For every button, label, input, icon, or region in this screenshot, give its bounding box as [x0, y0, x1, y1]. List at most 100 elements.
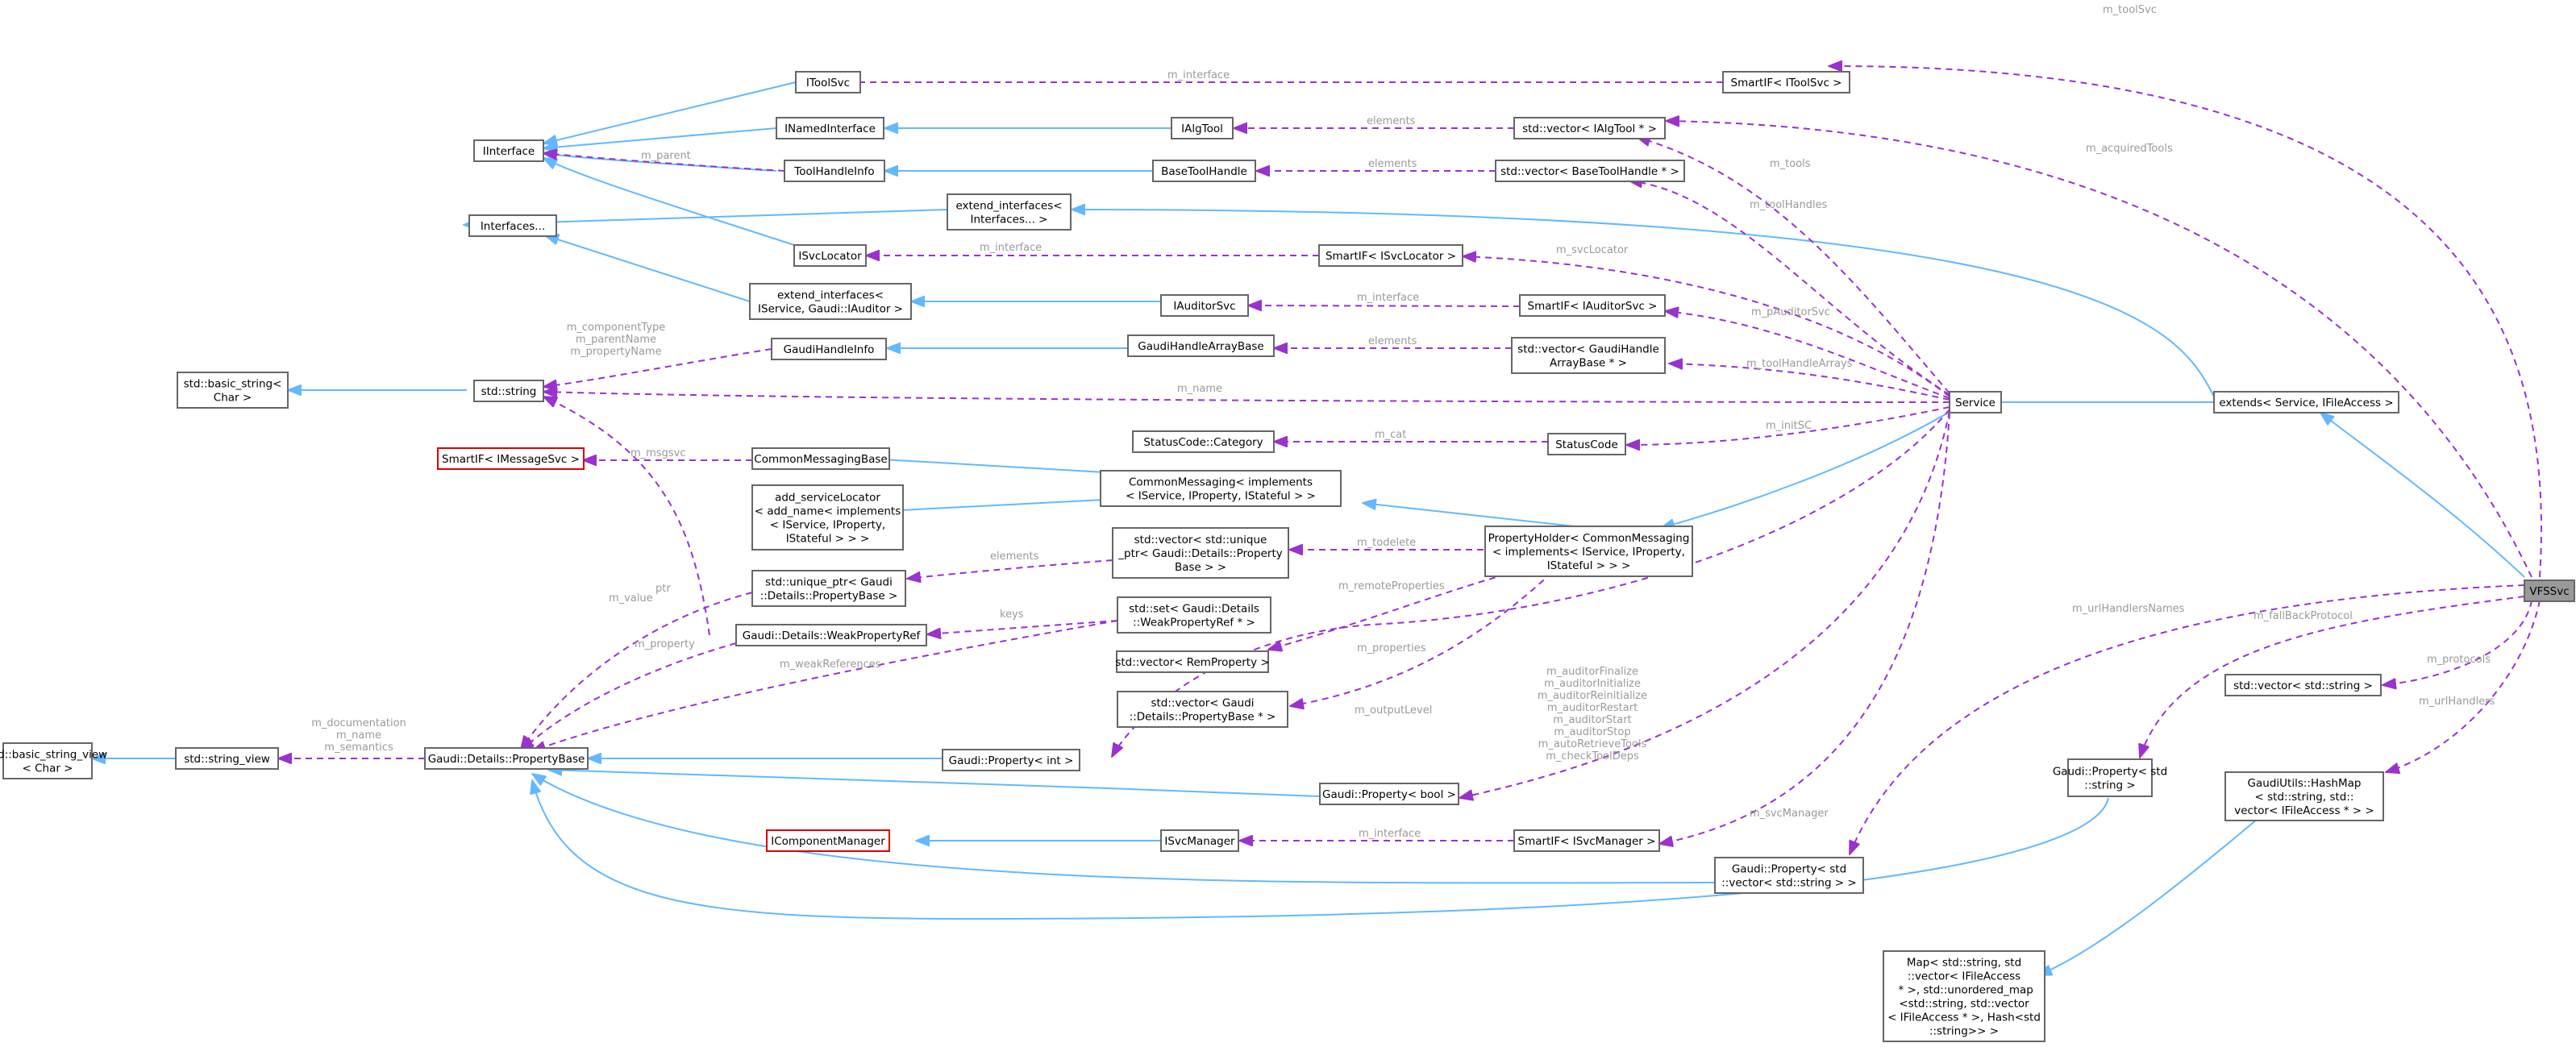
- class-node-isvclocator[interactable]: ISvcLocator: [793, 244, 867, 267]
- node-box: [1714, 857, 1864, 894]
- class-node-add-service-locator[interactable]: add_serviceLocator< add_name< implements…: [751, 484, 904, 551]
- edge-label-line: keys: [1000, 609, 1024, 621]
- class-node-basic-string-view-char[interactable]: std::basic_string_view< Char >: [0, 742, 107, 779]
- class-node-service[interactable]: Service: [1949, 391, 2002, 413]
- edge-label-line: m_semantics: [324, 742, 393, 754]
- node-label: extend_interfaces<IService, Gaudi::IAudi…: [758, 289, 903, 316]
- class-node-propertybase[interactable]: Gaudi::Details::PropertyBase: [424, 747, 589, 770]
- class-node-interfaces[interactable]: Interfaces...: [468, 214, 557, 237]
- class-node-std-string[interactable]: std::string: [473, 380, 544, 402]
- class-node-inamedinterface[interactable]: INamedInterface: [776, 117, 884, 139]
- node-box: [751, 484, 904, 551]
- class-node-gaudihandlearraybase[interactable]: GaudiHandleArrayBase: [1127, 334, 1275, 357]
- node-label: SmartIF< IAuditorSvc >: [1528, 300, 1658, 313]
- class-node-string-view[interactable]: std::string_view: [175, 747, 279, 770]
- class-node-property-holder[interactable]: PropertyHolder< CommonMessaging< impleme…: [1484, 526, 1693, 577]
- class-node-set-weakpropertyref[interactable]: std::set< Gaudi::Details::WeakPropertyRe…: [1117, 596, 1271, 634]
- class-node-map[interactable]: Map< std::string, std::vector< IFileAcce…: [1883, 950, 2045, 1042]
- class-node-gaudihandleinfo[interactable]: GaudiHandleInfo: [771, 338, 887, 360]
- class-node-smartif-itoolsvc[interactable]: SmartIF< IToolSvc >: [1722, 71, 1850, 93]
- edge-label-line: m_auditorFinalize: [1546, 666, 1638, 678]
- class-node-vector-basetoolhandle[interactable]: std::vector< BaseToolHandle * >: [1495, 160, 1685, 182]
- edge-label: elements: [990, 551, 1039, 563]
- node-label-line: IStateful > > >: [786, 533, 870, 546]
- node-label: IComponentManager: [771, 835, 885, 848]
- class-node-extends-service[interactable]: extends< Service, IFileAccess >: [2213, 391, 2399, 413]
- class-node-vector-unique-ptr[interactable]: std::vector< std::unique_ptr< Gaudi::Det…: [1112, 527, 1289, 579]
- edge-label: m_acquiredTools: [2086, 143, 2173, 155]
- class-node-vector-ialgtool[interactable]: std::vector< IAlgTool * >: [1513, 117, 1666, 139]
- edge-usage: [543, 348, 772, 387]
- node-label-line: Char >: [214, 392, 252, 405]
- edge-label: m_toolSvc: [2103, 4, 2157, 16]
- class-node-vfssvc[interactable]: VFSSvc: [2524, 580, 2575, 602]
- edge-label: m_protocols: [2427, 654, 2491, 666]
- class-node-icomponentmanager[interactable]: IComponentManager: [766, 829, 890, 852]
- node-box: [1127, 334, 1275, 357]
- node-label: Gaudi::Details::WeakPropertyRef: [743, 629, 922, 642]
- class-node-vector-string[interactable]: std::vector< std::string >: [2224, 674, 2382, 696]
- node-box: [1100, 470, 1342, 507]
- class-node-unique-ptr-propertybase[interactable]: std::unique_ptr< Gaudi::Details::Propert…: [751, 570, 906, 607]
- class-node-weakpropertyref[interactable]: Gaudi::Details::WeakPropertyRef: [735, 624, 927, 646]
- node-box: [735, 624, 927, 646]
- class-node-itoolsvc[interactable]: IToolSvc: [795, 71, 861, 93]
- node-label: Gaudi::Details::PropertyBase: [428, 753, 585, 766]
- node-label-line: BaseToolHandle: [1161, 165, 1247, 178]
- node-label-line: add_serviceLocator: [775, 492, 880, 505]
- class-node-basetoolhandle[interactable]: BaseToolHandle: [1152, 160, 1256, 182]
- node-label-line: IAuditorSvc: [1173, 300, 1235, 313]
- edge-label: m_interface: [1357, 292, 1419, 304]
- node-label: std::string: [481, 385, 537, 398]
- class-node-vector-propertybase-ptr[interactable]: std::vector< Gaudi::Details::PropertyBas…: [1117, 691, 1288, 728]
- edge-label: m_value: [609, 592, 653, 605]
- edge-label-line: m_parentName: [576, 334, 656, 346]
- edge-label-line: m_componentType: [567, 322, 666, 334]
- node-label-line: Gaudi::Property< bool >: [1322, 788, 1456, 801]
- edge-inherit: [885, 499, 1105, 511]
- class-node-smartif-imessagesvc[interactable]: SmartIF< IMessageSvc >: [437, 447, 585, 470]
- class-node-vector-remproperty[interactable]: std::vector< RemProperty >: [1115, 650, 1270, 673]
- class-node-property-int[interactable]: Gaudi::Property< int >: [942, 749, 1080, 771]
- class-node-basic-string-char[interactable]: std::basic_string<Char >: [177, 372, 289, 409]
- node-box: [751, 447, 890, 470]
- class-node-ialgtool[interactable]: IAlgTool: [1171, 117, 1234, 139]
- node-label-line: _ptr< Gaudi::Details::Property: [1117, 547, 1283, 560]
- class-node-smartif-isvclocator[interactable]: SmartIF< ISvcLocator >: [1318, 244, 1463, 267]
- edge-label: m_toolHandleArrays: [1746, 358, 1853, 370]
- class-node-hashmap[interactable]: GaudiUtils::HashMap< std::string, std::v…: [2224, 771, 2384, 821]
- edge-label-line: m_interface: [1357, 292, 1419, 304]
- class-node-common-messaging-base[interactable]: CommonMessagingBase: [751, 447, 890, 470]
- node-label: std::basic_string<Char >: [184, 378, 282, 405]
- node-box: [468, 214, 557, 237]
- class-node-iauditorsvc[interactable]: IAuditorSvc: [1160, 294, 1249, 317]
- class-node-statuscode[interactable]: StatusCode: [1547, 433, 1626, 455]
- edge-label-line: m_msgsvc: [630, 447, 685, 459]
- node-label-line: < IService, IProperty, IStateful > >: [1126, 490, 1316, 503]
- node-label-line: std::basic_string<: [184, 378, 282, 391]
- class-node-extend-interfaces-1[interactable]: extend_interfaces<Interfaces... >: [947, 193, 1072, 231]
- class-node-isvcmanager[interactable]: ISvcManager: [1160, 829, 1239, 852]
- edge-label-line: m_name: [336, 729, 381, 742]
- edge-label-line: m_todelete: [1357, 537, 1416, 549]
- class-node-smartif-isvcmanager[interactable]: SmartIF< ISvcManager >: [1513, 829, 1660, 852]
- class-node-extend-interfaces-2[interactable]: extend_interfaces<IService, Gaudi::IAudi…: [749, 283, 912, 320]
- class-node-property-bool[interactable]: Gaudi::Property< bool >: [1319, 783, 1459, 805]
- class-node-toolhandleinfo[interactable]: ToolHandleInfo: [784, 160, 885, 182]
- edge-label-line: ptr: [655, 583, 671, 595]
- edge-usage: [1637, 137, 1950, 394]
- edge-label: m_weakReferences: [780, 659, 881, 671]
- edge-label-line: m_protocols: [2427, 654, 2491, 666]
- class-node-common-messaging[interactable]: CommonMessaging< implements< IService, I…: [1100, 470, 1342, 507]
- node-label: std::vector< std::unique_ptr< Gaudi::Det…: [1117, 534, 1283, 574]
- node-box: [942, 749, 1080, 771]
- edge-inherit: [543, 127, 777, 148]
- node-label-line: StatusCode::Category: [1143, 436, 1263, 449]
- class-node-property-vector-string[interactable]: Gaudi::Property< std::vector< std::strin…: [1714, 857, 1864, 894]
- class-node-statuscode-category[interactable]: StatusCode::Category: [1132, 430, 1275, 453]
- class-node-iinterface[interactable]: IInterface: [473, 139, 544, 162]
- class-node-property-string[interactable]: Gaudi::Property< std::string >: [2053, 758, 2167, 797]
- class-node-smartif-iauditorsvc[interactable]: SmartIF< IAuditorSvc >: [1519, 294, 1666, 317]
